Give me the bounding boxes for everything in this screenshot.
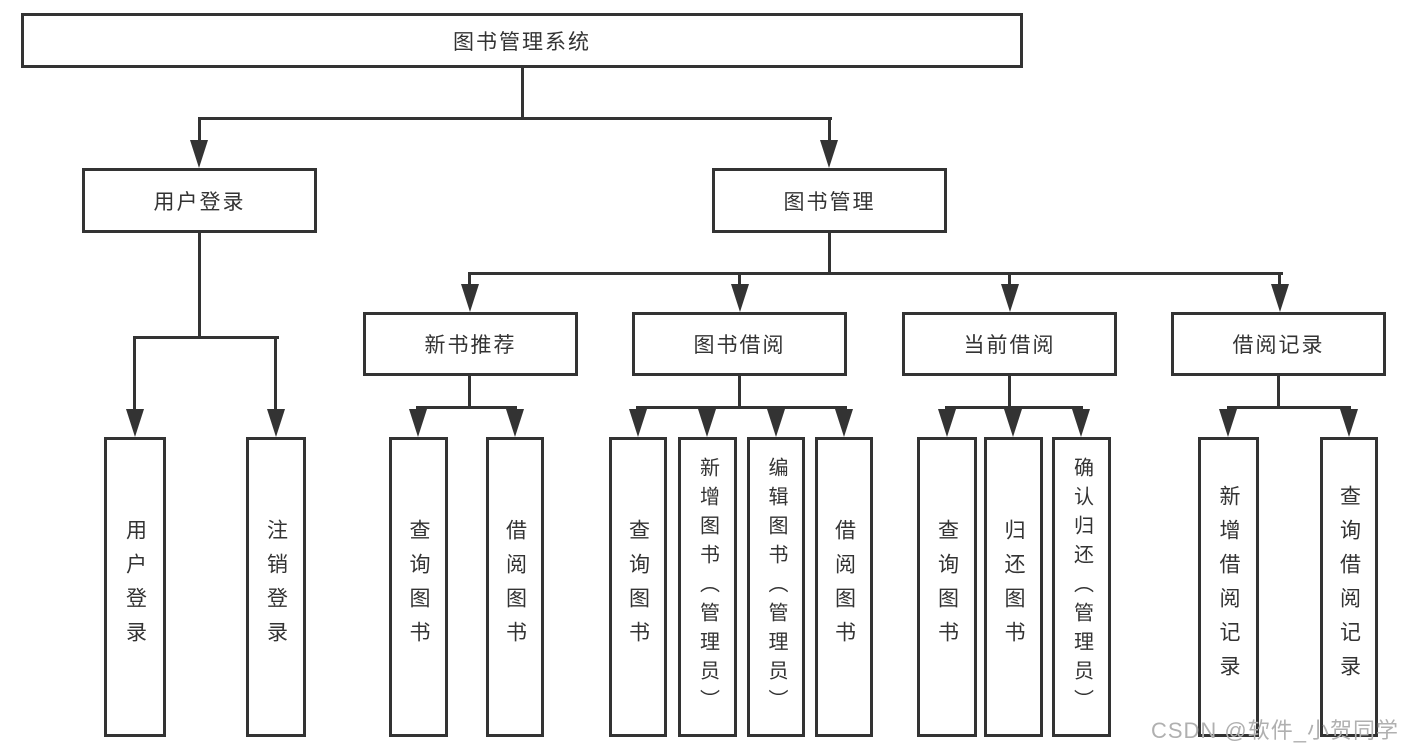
node-user-login-label: 用户登录: [153, 190, 246, 214]
leaf-query-borrow-record: 查询借阅记录: [1320, 437, 1378, 737]
leaf-add-books-admin-label: 新增图书（管理员）: [696, 456, 719, 718]
connector-section-stem: [1278, 272, 1281, 288]
connector-user-login-branch: [133, 336, 279, 339]
node-user-login: 用户登录: [82, 168, 317, 233]
leaf-borrow-books-rec-label: 借阅图书: [503, 519, 527, 655]
arrow-down-icon: [1271, 284, 1289, 312]
leaf-edit-books-admin-label: 编辑图书（管理员）: [765, 456, 787, 718]
leaf-borrow-books-rec: 借阅图书: [486, 437, 544, 737]
leaf-query-books-current-label: 查询图书: [935, 519, 959, 655]
connector-section-stem: [468, 272, 471, 288]
arrow-down-icon: [835, 409, 853, 437]
leaf-user-login: 用户登录: [104, 437, 166, 737]
connector-book-mgmt-stem: [828, 117, 831, 143]
node-current-borrow: 当前借阅: [902, 312, 1117, 376]
leaf-add-books-admin: 新增图书（管理员）: [678, 437, 737, 737]
connector-book-mgmt-branch: [468, 272, 1283, 275]
connector-section-stem: [738, 272, 741, 288]
arrow-down-icon: [267, 409, 285, 437]
node-book-mgmt: 图书管理: [712, 168, 947, 233]
connector-root-stem: [521, 68, 524, 118]
arrow-down-icon: [731, 284, 749, 312]
connector-borrow-records-down: [1277, 376, 1280, 409]
leaf-add-borrow-record-label: 新增借阅记录: [1217, 485, 1241, 689]
leaf-return-books-label: 归还图书: [1002, 519, 1026, 655]
connector-current-borrow-down: [1008, 376, 1011, 409]
connector-leaf-stem: [274, 336, 277, 412]
leaf-edit-books-admin: 编辑图书（管理员）: [747, 437, 805, 737]
node-new-book-rec-label: 新书推荐: [424, 334, 517, 357]
leaf-confirm-return-admin-label: 确认归还（管理员）: [1070, 456, 1093, 718]
connector-book-borrow-down: [738, 376, 741, 409]
arrow-down-icon: [1340, 409, 1358, 437]
arrow-down-icon: [820, 140, 838, 168]
connector-book-borrow-branch: [636, 406, 847, 409]
node-book-mgmt-label: 图书管理: [783, 190, 876, 214]
arrow-down-icon: [1072, 409, 1090, 437]
leaf-query-books-borrow: 查询图书: [609, 437, 667, 737]
arrow-down-icon: [506, 409, 524, 437]
connector-book-mgmt-down: [828, 233, 831, 275]
leaf-query-books-borrow-label: 查询图书: [626, 519, 650, 655]
csdn-watermark: CSDN @软件_小贺同学: [1150, 718, 1399, 743]
leaf-borrow-books: 借阅图书: [815, 437, 873, 737]
arrow-down-icon: [1001, 284, 1019, 312]
leaf-user-login-label: 用户登录: [123, 519, 147, 655]
connector-current-borrow-branch: [945, 406, 1083, 409]
arrow-down-icon: [190, 140, 208, 168]
arrow-down-icon: [126, 409, 144, 437]
leaf-add-borrow-record: 新增借阅记录: [1198, 437, 1259, 737]
leaf-query-books-current: 查询图书: [917, 437, 977, 737]
leaf-confirm-return-admin: 确认归还（管理员）: [1052, 437, 1111, 737]
connector-user-login-stem: [198, 117, 201, 143]
connector-user-login-down: [198, 233, 201, 339]
arrow-down-icon: [767, 409, 785, 437]
node-root-label: 图书管理系统: [453, 30, 591, 54]
leaf-logout-label: 注销登录: [264, 519, 288, 655]
arrow-down-icon: [938, 409, 956, 437]
leaf-query-books-rec-label: 查询图书: [407, 519, 431, 655]
arrow-down-icon: [698, 409, 716, 437]
connector-new-book-rec-down: [468, 376, 471, 409]
leaf-query-borrow-record-label: 查询借阅记录: [1337, 485, 1361, 689]
connector-new-book-rec-branch: [416, 406, 517, 409]
arrow-down-icon: [409, 409, 427, 437]
leaf-borrow-books-label: 借阅图书: [832, 519, 856, 655]
node-root: 图书管理系统: [21, 13, 1023, 68]
arrow-down-icon: [1004, 409, 1022, 437]
arrow-down-icon: [461, 284, 479, 312]
node-borrow-records-label: 借阅记录: [1232, 334, 1325, 357]
node-book-borrow-label: 图书借阅: [693, 334, 786, 357]
leaf-return-books: 归还图书: [984, 437, 1043, 737]
leaf-query-books-rec: 查询图书: [389, 437, 448, 737]
node-book-borrow: 图书借阅: [632, 312, 847, 376]
arrow-down-icon: [1219, 409, 1237, 437]
node-borrow-records: 借阅记录: [1171, 312, 1386, 376]
node-new-book-rec: 新书推荐: [363, 312, 578, 376]
connector-borrow-records-branch: [1227, 406, 1351, 409]
leaf-logout: 注销登录: [246, 437, 306, 737]
connector-leaf-stem: [133, 336, 136, 412]
connector-section-stem: [1008, 272, 1011, 288]
arrow-down-icon: [629, 409, 647, 437]
node-current-borrow-label: 当前借阅: [963, 334, 1056, 357]
connector-root-branch: [198, 117, 832, 120]
